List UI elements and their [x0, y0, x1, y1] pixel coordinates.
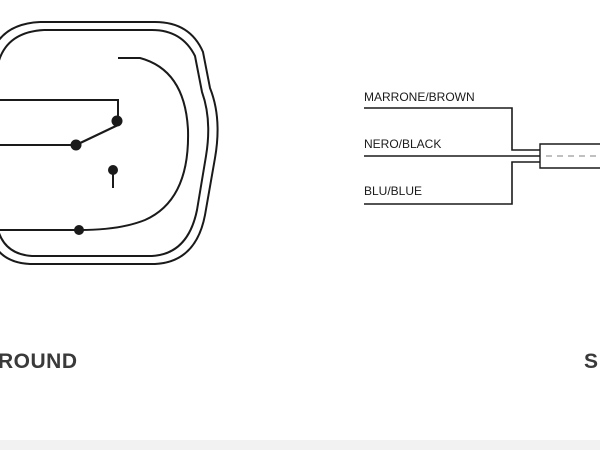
footer-band [0, 440, 600, 450]
wire-label-blue: BLU/BLUE [364, 184, 423, 198]
terminal-dot-pivot [70, 139, 82, 151]
terminal-dot-bottom [74, 225, 84, 235]
terminal-dot-upper [111, 115, 123, 127]
wire-label-brown: MARRONE/BROWN [364, 90, 475, 104]
wire-blue-line [364, 161, 540, 205]
wire-label-black: NERO/BLACK [364, 137, 442, 151]
section-title-right: S [584, 350, 599, 373]
round-switch-inner-outline [0, 29, 210, 257]
internal-wire-arc [0, 57, 190, 231]
round-switch-outer-outline-left [0, 21, 41, 41]
terminal-dot-contact [108, 165, 118, 175]
terminal-wire-top [0, 99, 119, 120]
round-switch-inner-outline-left [0, 29, 45, 62]
wire-brown-line [364, 107, 540, 151]
section-title-round: ROUND [0, 350, 78, 373]
cable-sheath [539, 143, 600, 169]
switch-lever [75, 124, 119, 146]
round-switch-outer-outline [0, 21, 219, 265]
